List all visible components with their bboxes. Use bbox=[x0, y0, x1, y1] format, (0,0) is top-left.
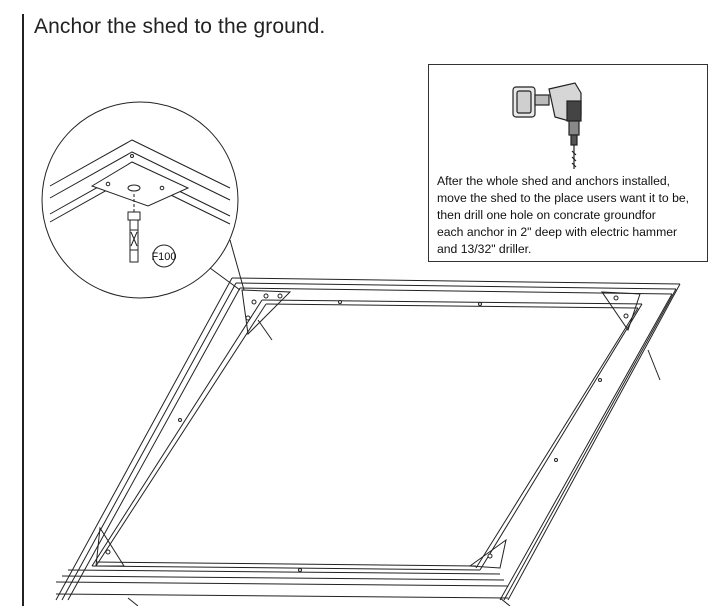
note-line: and 13/32" driller. bbox=[437, 242, 532, 256]
note-line: each anchor in 2" deep with electric ham… bbox=[437, 225, 678, 239]
note-line: then drill one hole on concrate groundfo… bbox=[437, 208, 656, 222]
electric-drill-icon bbox=[512, 82, 582, 169]
corner-brackets bbox=[95, 289, 641, 569]
margin-rule bbox=[22, 14, 24, 606]
detail-callout bbox=[41, 101, 245, 299]
step-heading: Anchor the shed to the ground. bbox=[34, 15, 326, 38]
note-line: After the whole shed and anchors install… bbox=[437, 174, 671, 188]
callout-part-label: F100 bbox=[151, 251, 176, 263]
base-frame bbox=[55, 277, 681, 601]
drilling-instructions: After the whole shed and anchors install… bbox=[437, 173, 707, 258]
note-line: move the shed to the place users want it… bbox=[437, 191, 690, 205]
drilling-note-box: After the whole shed and anchors install… bbox=[428, 64, 708, 262]
